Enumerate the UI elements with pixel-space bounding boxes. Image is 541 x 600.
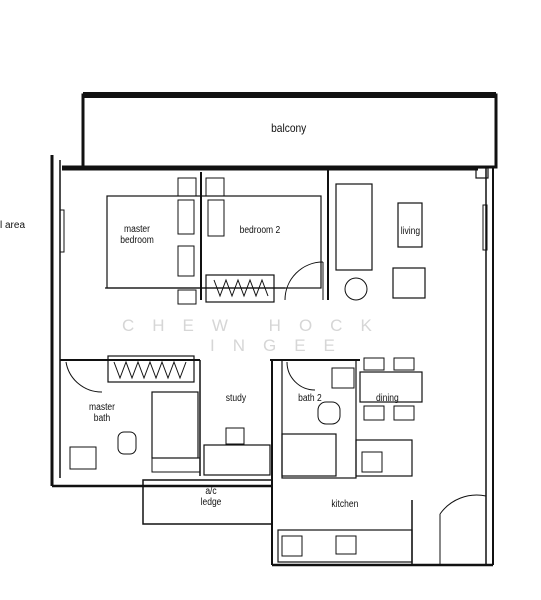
room-label-bedroom-2: bedroom 2	[239, 225, 281, 236]
side-label: l area	[0, 220, 26, 231]
watermark-line-1: CHEW HOCK	[122, 316, 390, 335]
room-label-living: living	[400, 226, 421, 237]
room-label-dining: dining	[376, 393, 399, 404]
room-label-balcony: balcony	[271, 121, 307, 135]
room-label-ac-ledge: a/c ledge	[200, 486, 222, 508]
room-label-bath-2: bath 2	[298, 393, 322, 404]
walls	[50, 92, 498, 567]
room-label-study: study	[225, 393, 247, 404]
room-label-kitchen: kitchen	[331, 499, 359, 510]
room-label-master-bath: master bath	[89, 402, 115, 424]
room-label-master-bedroom: master bedroom	[120, 224, 154, 246]
watermark-line-2: INGEE	[210, 336, 353, 355]
